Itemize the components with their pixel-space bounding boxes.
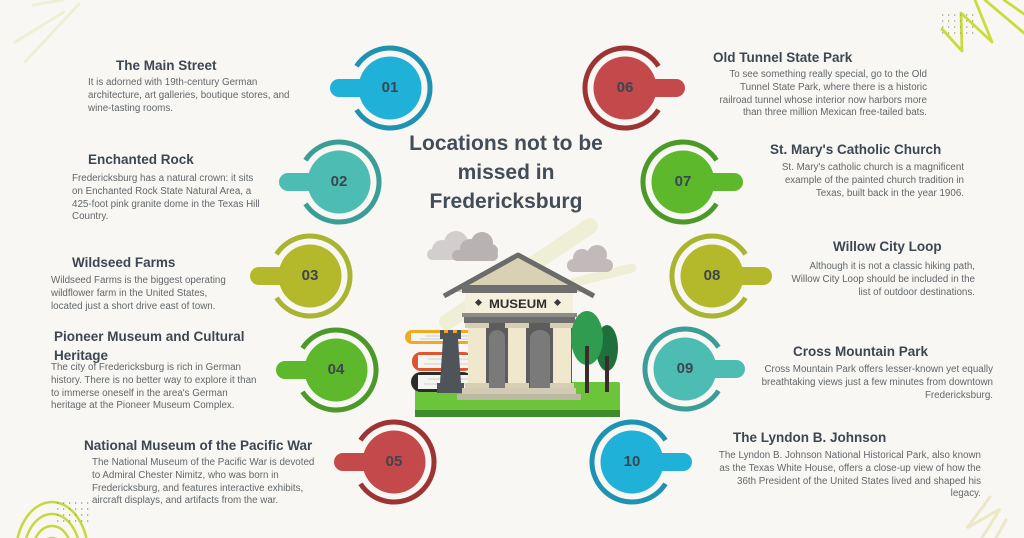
badge-number: 03: [301, 267, 319, 284]
cloud-icon: [427, 231, 498, 261]
location-title-05: National Museum of the Pacific War: [84, 438, 313, 453]
number-badge-05: 05: [332, 416, 456, 508]
location-title-01: The Main Street: [116, 58, 217, 73]
scribble-bottom-right-icon: [965, 495, 1008, 538]
location-description-03: Wildseed Farms is the biggest operating …: [51, 275, 226, 312]
books-icon: [405, 330, 473, 392]
badge-disc: [304, 338, 368, 402]
badge-number: 05: [385, 453, 403, 470]
badge-ring: [354, 45, 433, 131]
badge-ring: [589, 419, 668, 505]
badge-disc: [278, 244, 342, 308]
title-line: Fredericksburg: [429, 190, 583, 213]
cloud-icon: [567, 245, 613, 272]
location-description-09: Cross Mountain Park offers lesser-known …: [761, 364, 993, 401]
badge-ring: [303, 139, 382, 225]
location-title-09: Cross Mountain Park: [793, 344, 929, 359]
title-line: missed in: [457, 161, 555, 184]
badge-disc: [651, 150, 715, 214]
chess-rook-icon: [437, 330, 464, 393]
badge-disc: [680, 244, 744, 308]
badge-disc: [307, 150, 371, 214]
page-title: Locations not to be missed in Fredericks…: [395, 129, 617, 216]
number-badge-03: 03: [248, 230, 372, 322]
location-description-08: Although it is not a classic hiking path…: [791, 261, 975, 298]
dot-grid-top-right-icon: [942, 14, 975, 34]
location-title-06: Old Tunnel State Park: [713, 50, 853, 65]
badge-ring: [300, 327, 379, 413]
tree-icon: [571, 311, 618, 393]
badge-disc: [653, 337, 717, 401]
location-description-01: It is adorned with 19th-century German a…: [88, 77, 290, 114]
number-badge-04: 04: [274, 324, 398, 416]
concentric-arcs-icon: [16, 500, 88, 538]
badge-number: 01: [381, 79, 399, 96]
number-badge-10: 10: [570, 416, 694, 508]
badge-number: 04: [327, 361, 345, 378]
badge-disc: [362, 430, 426, 494]
location-description-05: The National Museum of the Pacific War i…: [92, 457, 315, 507]
number-badge-01: 01: [328, 42, 452, 134]
badge-disc: [600, 430, 664, 494]
number-badge-09: 09: [623, 323, 747, 415]
badge-ring: [582, 45, 661, 131]
location-title-08: Willow City Loop: [833, 239, 942, 254]
location-description-10: The Lyndon B. Johnson National Historica…: [718, 450, 981, 500]
location-description-07: St. Mary's catholic church is a magnific…: [781, 162, 964, 199]
museum-illustration: MUSEUM: [405, 218, 637, 417]
location-description-04: The city of Fredericksburg is rich in Ge…: [51, 362, 257, 412]
badge-ring: [642, 326, 721, 412]
location-title-07: St. Mary's Catholic Church: [770, 142, 942, 157]
badge-number: 08: [703, 267, 721, 284]
number-badge-07: 07: [621, 136, 745, 228]
location-description-02: Fredericksburg has a natural crown: it s…: [72, 173, 260, 223]
badge-disc: [593, 56, 657, 120]
location-title-10: The Lyndon B. Johnson: [733, 430, 887, 445]
badge-ring: [669, 233, 748, 319]
badge-number: 09: [676, 360, 694, 377]
title-line: Locations not to be: [409, 132, 603, 155]
location-title-03: Wildseed Farms: [72, 255, 176, 270]
location-title-02: Enchanted Rock: [88, 152, 194, 167]
badge-ring: [640, 139, 719, 225]
badge-ring: [274, 233, 353, 319]
scribble-top-left-icon: [13, 0, 81, 64]
badge-ring: [358, 419, 437, 505]
number-badge-08: 08: [650, 230, 774, 322]
badge-number: 06: [616, 79, 634, 96]
badge-number: 02: [330, 173, 348, 190]
museum-sign: MUSEUM: [489, 297, 547, 311]
badge-number: 10: [623, 453, 641, 470]
location-description-06: To see something really special, go to t…: [719, 69, 927, 119]
location-title-04: Pioneer Museum and Cultural Heritage: [54, 329, 245, 363]
scribble-top-right-icon: [940, 0, 1024, 53]
number-badge-02: 02: [277, 136, 401, 228]
badge-number: 07: [674, 173, 692, 190]
badge-disc: [358, 56, 422, 120]
number-badge-06: 06: [563, 42, 687, 134]
museum-building-icon: [442, 252, 596, 400]
